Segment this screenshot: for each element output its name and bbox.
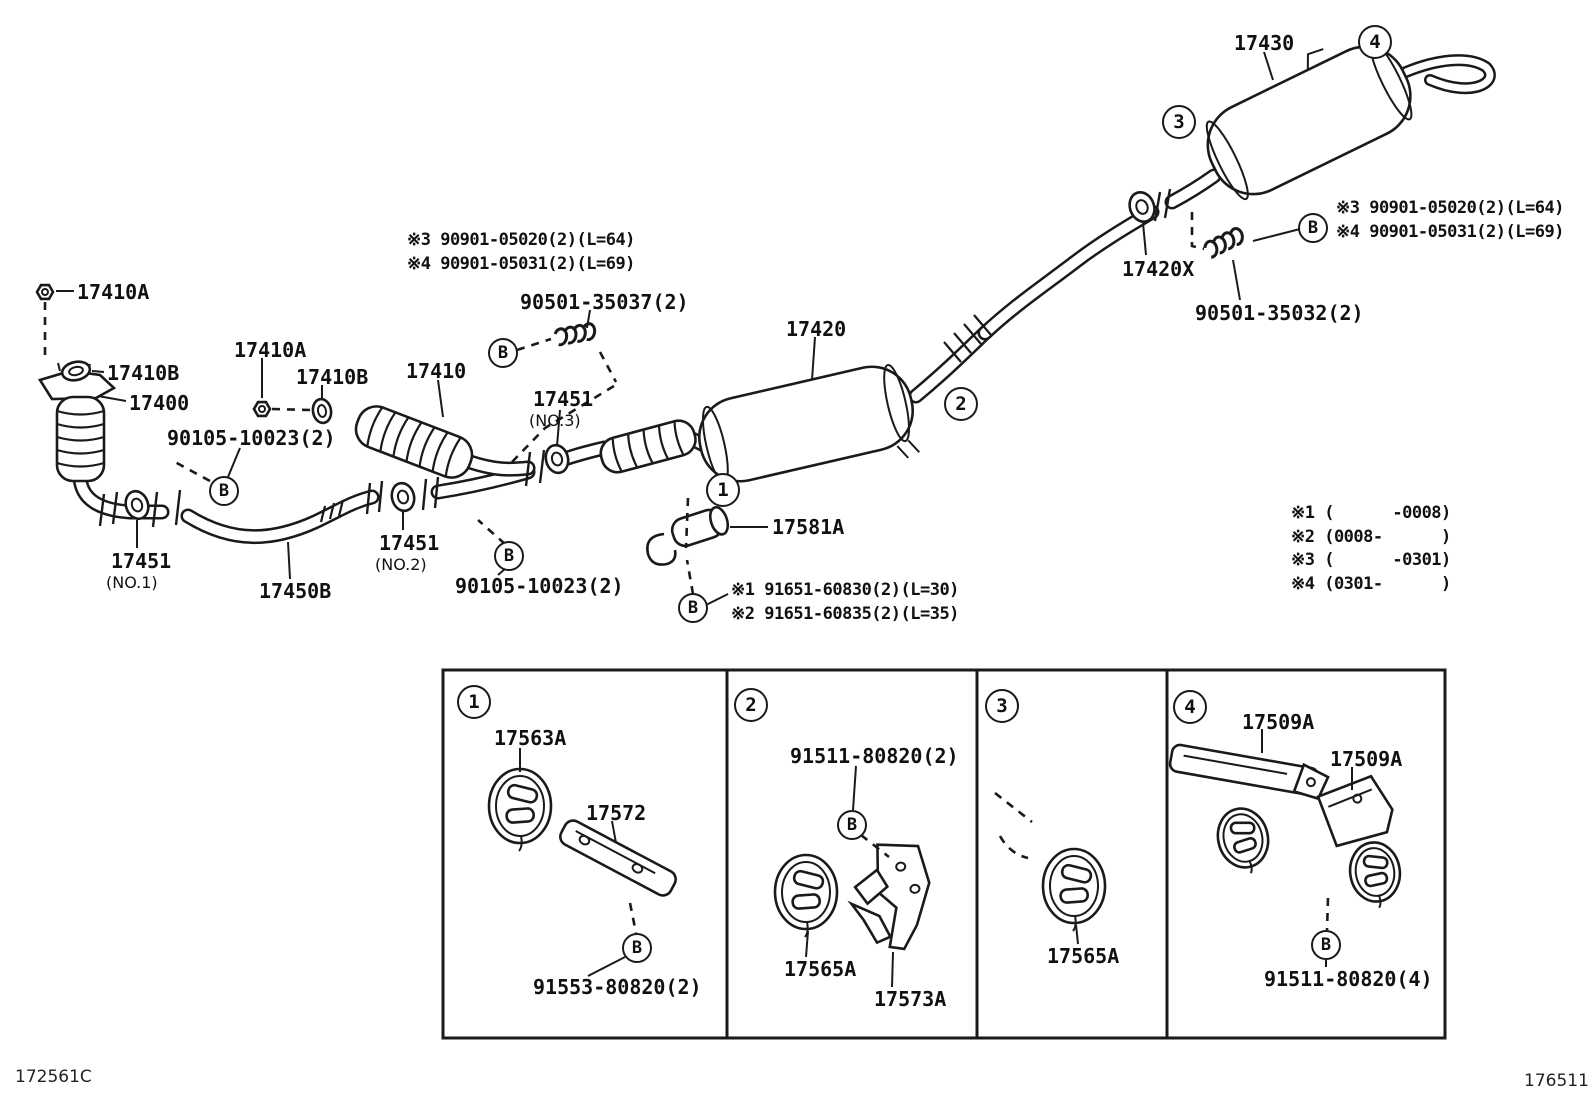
label-90501-35037: 90501-35037(2) xyxy=(520,290,689,314)
label-17420: 17420 xyxy=(786,317,847,341)
label-17450b: 17450B xyxy=(259,579,332,603)
label-17509a-2: 17509A xyxy=(1330,747,1403,771)
nut-17410a-1 xyxy=(37,285,53,299)
label-91511-80820-2: 91511-80820(2) xyxy=(790,744,959,768)
center-converter xyxy=(597,417,699,476)
label-17410: 17410 xyxy=(406,359,467,383)
footer-code-left: 172561C xyxy=(15,1067,92,1087)
label-no1: (NO.1) xyxy=(106,573,158,592)
label-17430: 17430 xyxy=(1234,31,1295,55)
number-callout-3: 3 xyxy=(1162,105,1196,139)
label-17400: 17400 xyxy=(129,391,190,415)
label-no2: (NO.2) xyxy=(375,555,427,574)
number-callout-4: 4 xyxy=(1173,690,1207,724)
number-callout-4: 4 xyxy=(1358,25,1392,59)
center-muffler-17420 xyxy=(691,359,924,503)
label-17451-no2: 17451 xyxy=(379,531,440,555)
label-17451-no3: 17451 xyxy=(533,387,594,411)
bolt-marker-B: B xyxy=(1298,213,1328,243)
rear-muffler-17430 xyxy=(1188,20,1425,208)
assembly-dashes xyxy=(45,212,1204,594)
label-note2-91651: ※2 91651-60835(2)(L=35) xyxy=(731,604,959,624)
label-17581a: 17581A xyxy=(772,515,845,539)
label-17563a: 17563A xyxy=(494,726,567,750)
label-17565a-cell3: 17565A xyxy=(1047,944,1120,968)
label-key4: ※4 (0301- ) xyxy=(1291,574,1451,594)
label-no3: (NO.3) xyxy=(529,411,581,430)
number-callout-1: 1 xyxy=(457,685,491,719)
ring-17410b-2 xyxy=(311,398,333,425)
bracket-17573a xyxy=(844,838,938,955)
number-callout-2: 2 xyxy=(734,688,768,722)
label-91511-80820-4: 91511-80820(4) xyxy=(1264,967,1433,991)
number-callout-1: 1 xyxy=(706,473,740,507)
hanger-panel xyxy=(443,670,1445,1038)
bolt-marker-B: B xyxy=(488,338,518,368)
label-note3-mid: ※3 90901-05020(2)(L=64) xyxy=(407,230,635,250)
label-17509a-1: 17509A xyxy=(1242,710,1315,734)
label-17410a-1: 17410A xyxy=(77,280,150,304)
leader-lines xyxy=(56,52,1300,605)
label-note1-91651: ※1 91651-60830(2)(L=30) xyxy=(731,580,959,600)
footer-code-right: 176511 xyxy=(1524,1071,1589,1091)
gasket-17451-no3 xyxy=(543,443,571,475)
bolt-marker-B: B xyxy=(837,810,867,840)
label-key1: ※1 ( -0008) xyxy=(1291,503,1451,523)
label-17572: 17572 xyxy=(586,801,647,825)
label-17573a: 17573A xyxy=(874,987,947,1011)
label-17451-no1: 17451 xyxy=(111,549,172,573)
bolt-marker-B: B xyxy=(209,476,239,506)
converter-17410 xyxy=(350,401,477,483)
bracket-17509a-2 xyxy=(1316,773,1397,847)
bracket-17572 xyxy=(557,817,679,898)
bolt-marker-B: B xyxy=(622,933,652,963)
bracket-17509a-1 xyxy=(1168,742,1329,800)
label-17565a-cell2: 17565A xyxy=(784,957,857,981)
bolt-marker-B: B xyxy=(678,593,708,623)
label-90105-10023-2: 90105-10023(2) xyxy=(455,574,624,598)
bolt-marker-B: B xyxy=(1311,930,1341,960)
nut-17410a-2 xyxy=(254,402,270,416)
label-90501-35032: 90501-35032(2) xyxy=(1195,301,1364,325)
gaskets-and-flanges xyxy=(37,189,1247,527)
ring-17410b-1 xyxy=(60,359,91,382)
label-17410b-2: 17410B xyxy=(296,365,369,389)
label-90105-10023-1: 90105-10023(2) xyxy=(167,426,336,450)
label-17410a-2: 17410A xyxy=(234,338,307,362)
gasket-17451-no1 xyxy=(122,488,152,521)
label-note3-right: ※3 90901-05020(2)(L=64) xyxy=(1336,198,1564,218)
label-key3: ※3 ( -0301) xyxy=(1291,550,1451,570)
label-note4-mid: ※4 90901-05031(2)(L=69) xyxy=(407,254,635,274)
bolt-marker-B: B xyxy=(494,541,524,571)
label-key2: ※2 (0008- ) xyxy=(1291,527,1451,547)
gasket-17420x xyxy=(1126,189,1159,225)
insulator-17581a xyxy=(647,505,731,565)
number-callout-2: 2 xyxy=(944,387,978,421)
gasket-17451-no2 xyxy=(389,481,417,513)
label-17410b-1: 17410B xyxy=(107,361,180,385)
label-17420x: 17420X xyxy=(1122,257,1195,281)
label-91553-80820: 91553-80820(2) xyxy=(533,975,702,999)
number-callout-3: 3 xyxy=(985,689,1019,723)
label-note4-right: ※4 90901-05031(2)(L=69) xyxy=(1336,222,1564,242)
